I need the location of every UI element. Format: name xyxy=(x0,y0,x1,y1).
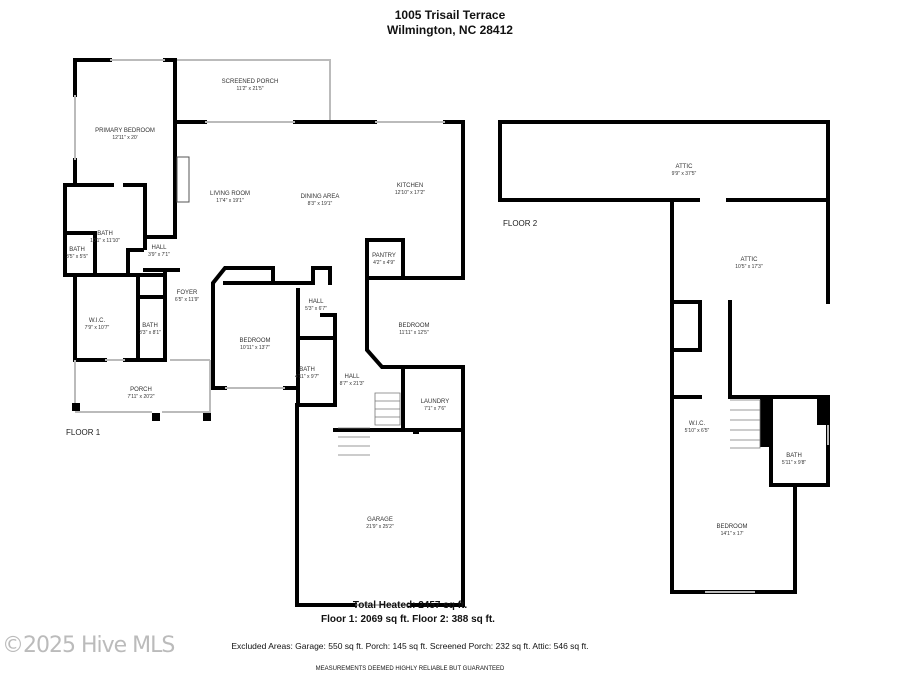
room-name: BEDROOM xyxy=(398,323,429,329)
room-name: LAUNDRY xyxy=(421,399,450,405)
room-name: HALL xyxy=(151,245,167,251)
room-name: BEDROOM xyxy=(239,338,270,344)
room-dimensions: 4'11" x 9'7" xyxy=(295,374,319,380)
room-name: PRIMARY BEDROOM xyxy=(95,128,155,134)
room-dimensions: 4'2" x 4'9" xyxy=(373,260,395,266)
total-heated: Total Heated: 2457 sq ft. xyxy=(352,600,468,611)
room-name: BATH xyxy=(299,367,315,373)
room-dimensions: 5'10" x 6'5" xyxy=(685,428,710,434)
room-name: KITCHEN xyxy=(397,183,423,189)
room-dimensions: 7'11" x 20'2" xyxy=(127,394,154,400)
room-name: PORCH xyxy=(130,387,152,393)
room-dimensions: 6'5" x 11'9" xyxy=(175,297,199,303)
room-dimensions: 9'9" x 37'5" xyxy=(672,171,697,177)
floor1-label: FLOOR 1 xyxy=(66,428,101,437)
city-line: Wilmington, NC 28412 xyxy=(387,23,513,37)
room-name: BATH xyxy=(97,231,113,237)
disclaimer: MEASUREMENTS DEEMED HIGHLY RELIABLE BUT … xyxy=(315,666,505,672)
room-name: W.I.C. xyxy=(89,318,106,324)
room-name: FOYER xyxy=(177,290,198,296)
room-dimensions: 10'5" x 17'3" xyxy=(735,264,763,270)
room-name: GARAGE xyxy=(367,517,393,523)
room-dimensions: 5'3" x 6'7" xyxy=(305,306,327,312)
floor-areas: Floor 1: 2069 sq ft. Floor 2: 388 sq ft. xyxy=(321,614,495,625)
room-name: BEDROOM xyxy=(716,524,747,530)
room-name: HALL xyxy=(344,374,360,380)
room-name: HALL xyxy=(308,299,324,305)
room-name: LIVING ROOM xyxy=(210,191,250,197)
floor2-label: FLOOR 2 xyxy=(503,219,538,228)
room-name: DINING AREA xyxy=(301,194,340,200)
room-dimensions: 10'11" x 13'7" xyxy=(240,345,270,351)
room-dimensions: 21'9" x 25'2" xyxy=(366,524,394,530)
room-dimensions: 5'11" x 9'8" xyxy=(782,460,806,466)
room-dimensions: 11'11" x 12'5" xyxy=(399,330,429,336)
room-name: BATH xyxy=(786,453,802,459)
room-name: PANTRY xyxy=(372,253,396,259)
room-dimensions: 7'1" x 7'6" xyxy=(424,406,446,412)
room-name: ATTIC xyxy=(741,257,759,263)
room-dimensions: 12'10" x 17'2" xyxy=(395,190,425,196)
room-dimensions: 11'2" x 21'5" xyxy=(236,86,263,92)
room-name: BATH xyxy=(69,247,85,253)
room-dimensions: 14'1" x 17' xyxy=(721,531,744,537)
excluded-areas: Excluded Areas: Garage: 550 sq ft. Porch… xyxy=(231,641,589,651)
room-name: W.I.C. xyxy=(689,421,706,427)
room-dimensions: 10'1" x 11'10" xyxy=(90,238,120,244)
room-dimensions: 3'5" x 5'5" xyxy=(66,254,88,260)
room-dimensions: 3'3" x 8'1" xyxy=(139,330,161,336)
room-dimensions: 12'11" x 20' xyxy=(112,135,137,141)
address-line: 1005 Trisail Terrace xyxy=(394,8,506,22)
room-dimensions: 8'3" x 19'1" xyxy=(308,201,333,207)
watermark: ©2025 Hive MLS xyxy=(2,633,175,658)
room-name: SCREENED PORCH xyxy=(222,79,279,85)
floor2-walls xyxy=(498,120,830,594)
room-dimensions: 3'9" x 7'1" xyxy=(148,252,170,258)
floor1-walls xyxy=(63,58,465,607)
room-dimensions: 17'4" x 19'1" xyxy=(216,198,244,204)
room-dimensions: 7'9" x 10'7" xyxy=(85,325,110,331)
room-name: ATTIC xyxy=(676,164,694,170)
room-name: BATH xyxy=(142,323,158,329)
room-dimensions: 8'7" x 21'3" xyxy=(340,381,365,387)
